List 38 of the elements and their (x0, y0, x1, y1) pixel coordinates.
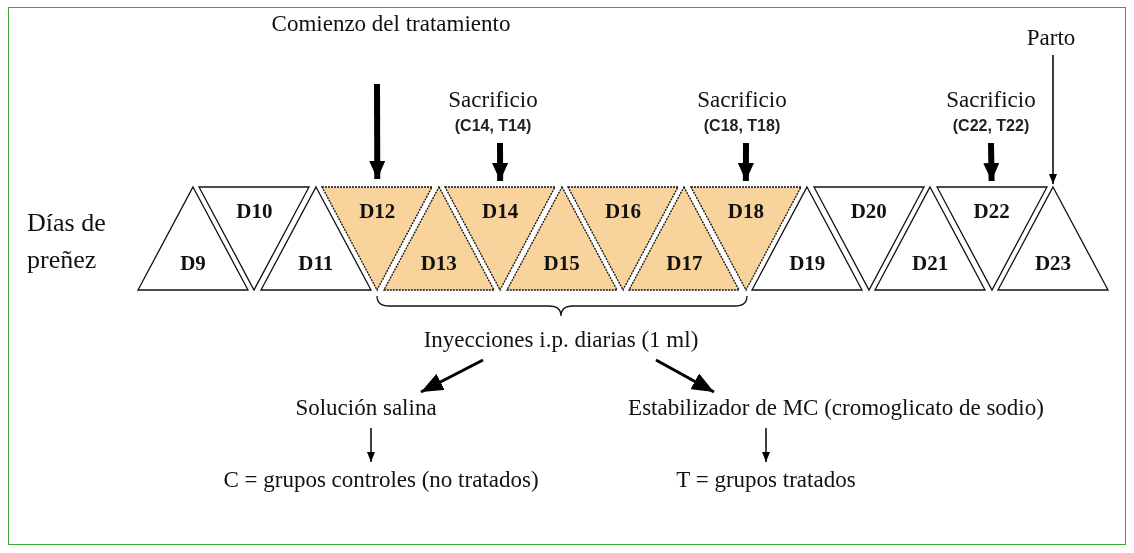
day-label: D12 (358, 199, 397, 224)
axis-label: Días de preñez (27, 207, 107, 276)
group-codes: (C22, T22) (952, 116, 1030, 136)
day-label: D10 (235, 199, 274, 224)
day-label: D18 (726, 199, 765, 224)
node-text: Estabilizador de MC (cromoglicato de sodio) (628, 394, 1044, 422)
day-label: D16 (603, 199, 643, 224)
day-label: D13 (419, 251, 458, 276)
day-label: D23 (1033, 251, 1073, 276)
arrow (420, 358, 484, 394)
day-label: D19 (788, 251, 827, 276)
node-text: Sacrificio (448, 86, 538, 114)
day-label: D21 (911, 251, 950, 276)
node-text: Solución salina (295, 394, 437, 422)
group-codes: (C18, T18) (703, 116, 781, 136)
arrow (762, 427, 770, 463)
node-text: T = grupos tratados (676, 466, 856, 494)
day-label: D20 (849, 199, 888, 224)
arrow (369, 84, 386, 179)
day-label: D22 (972, 199, 1011, 224)
arrow (1049, 54, 1057, 185)
day-label: D11 (297, 251, 335, 276)
node-text: Sacrificio (697, 86, 787, 114)
arrow (492, 143, 509, 181)
node-text: C = grupos controles (no tratados) (223, 466, 539, 494)
arrow (737, 143, 754, 181)
node-text: Inyecciones i.p. diarias (1 ml) (423, 326, 699, 354)
day-label: D17 (665, 251, 704, 276)
node-text: Parto (1026, 24, 1076, 52)
node-text: Comienzo del tratamiento (271, 10, 511, 38)
day-label: D15 (542, 251, 581, 276)
arrow (367, 427, 375, 463)
group-codes: (C14, T14) (454, 116, 532, 136)
arrow (655, 358, 715, 394)
day-label: D14 (481, 199, 520, 224)
node-text: Sacrificio (946, 86, 1036, 114)
day-label: D9 (179, 251, 207, 276)
arrow (983, 142, 1000, 182)
